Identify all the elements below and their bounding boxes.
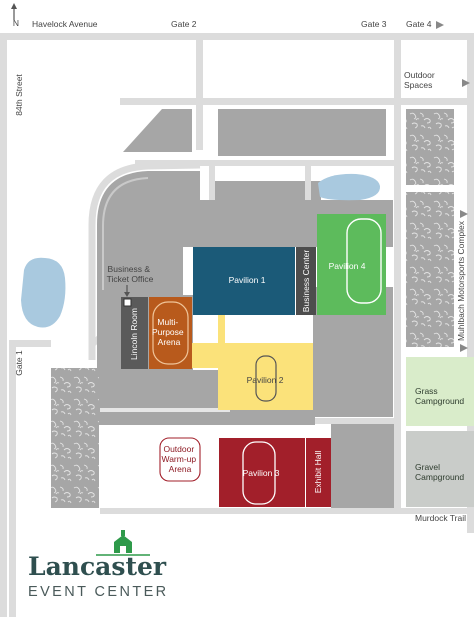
interior-road-1 bbox=[209, 166, 215, 211]
interior-road-2 bbox=[305, 166, 311, 211]
motorsports-bottom-arrow-icon bbox=[460, 344, 468, 352]
pavilion-1[interactable] bbox=[193, 247, 295, 315]
mid-cross-road bbox=[135, 160, 400, 166]
water-features bbox=[21, 173, 381, 328]
outdoor-warm-up-arena-label: Outdoor Warm-up Arena bbox=[161, 444, 198, 474]
right-edge-road bbox=[467, 33, 474, 533]
north-pond bbox=[318, 173, 381, 201]
west-perimeter-road bbox=[9, 340, 16, 617]
gate-3-label: Gate 3 bbox=[361, 19, 387, 29]
grass-campground[interactable] bbox=[406, 357, 474, 426]
north-arrow-label: N bbox=[13, 18, 19, 28]
gate-1-label: Gate 1 bbox=[14, 350, 24, 376]
pavilion-4-ring bbox=[346, 218, 382, 304]
business-center-label: Business Center bbox=[301, 250, 311, 313]
pavilion-3-ring bbox=[242, 441, 276, 505]
multi-purpose-arena-label: Multi- Purpose Arena bbox=[152, 317, 186, 347]
gate3-drive bbox=[394, 33, 401, 513]
business-center[interactable] bbox=[296, 247, 316, 315]
gate1-entry-road bbox=[9, 340, 51, 347]
multi-purpose-arena-ring bbox=[152, 301, 189, 365]
callout-arrow-head bbox=[124, 292, 130, 297]
pavilion-1-link bbox=[218, 315, 225, 343]
lincoln-room[interactable] bbox=[121, 297, 148, 369]
havelock-avenue-road bbox=[0, 33, 474, 40]
south-east-lot bbox=[331, 424, 394, 508]
west-curve-road bbox=[88, 161, 201, 360]
pavilion-3[interactable] bbox=[219, 438, 305, 507]
pavilion-4-label: Pavilion 4 bbox=[329, 261, 366, 271]
west-pond bbox=[21, 257, 66, 328]
pavilion-2-label: Pavilion 2 bbox=[247, 375, 284, 385]
gate-4-label: Gate 4 bbox=[406, 19, 432, 29]
east-gravel-lot bbox=[406, 192, 454, 347]
pavilion-2[interactable] bbox=[190, 343, 313, 410]
motorsports-complex-label: Muhlbach Motorsports Complex bbox=[456, 220, 466, 341]
north-cross-road bbox=[120, 98, 474, 105]
outdoor-spaces-label: Outdoor Spaces bbox=[404, 70, 437, 90]
murdock-trail-label: Murdock Trail bbox=[415, 513, 466, 523]
north-center-lot bbox=[218, 109, 386, 156]
motorsports-top-arrow-icon bbox=[460, 210, 468, 218]
logo-subtitle: EVENT CENTER bbox=[28, 584, 169, 600]
road-divider bbox=[100, 408, 230, 412]
business-ticket-office-callout: Business & Ticket Office bbox=[107, 264, 154, 297]
outdoor-warm-up-arena[interactable] bbox=[159, 437, 201, 482]
central-lot-2 bbox=[311, 181, 321, 211]
north-west-lot bbox=[123, 109, 192, 152]
gate1-lot bbox=[51, 368, 99, 508]
gravel-campground-label: Gravel Campground bbox=[415, 462, 464, 482]
84th-street-label: 84th Street bbox=[14, 74, 24, 116]
havelock-avenue-label: Havelock Avenue bbox=[32, 19, 98, 29]
lancaster-logo: Lancaster EVENT CENTER bbox=[28, 530, 169, 600]
lincoln-room-label: Lincoln Room bbox=[129, 308, 139, 360]
exhibit-hall[interactable] bbox=[306, 438, 331, 507]
north-arrow-head-icon bbox=[11, 3, 17, 9]
business-ticket-office-label: Business & Ticket Office bbox=[107, 264, 154, 284]
gate-4-arrow-icon bbox=[436, 21, 444, 29]
grass-campground-label: Grass Campground bbox=[415, 386, 464, 406]
logo-title: Lancaster bbox=[28, 552, 167, 581]
pavilion-3-label: Pavilion 3 bbox=[243, 468, 280, 478]
business-ticket-office-marker[interactable] bbox=[123, 298, 132, 307]
inner-west-strip bbox=[102, 177, 149, 290]
pavilion-2-ring bbox=[255, 355, 277, 402]
west-lot bbox=[97, 171, 200, 295]
buildings: Pavilion 1 Business Center Pavilion 4 Pa… bbox=[121, 214, 474, 507]
84th-street-road bbox=[0, 33, 7, 617]
road-labels: Havelock Avenue Gate 2 Gate 3 Gate 4 Out… bbox=[14, 19, 470, 523]
gravel-campground[interactable] bbox=[406, 431, 474, 507]
murdock-road bbox=[100, 508, 474, 514]
barn-icon bbox=[96, 530, 150, 556]
multi-purpose-arena[interactable] bbox=[149, 297, 192, 369]
pavilion-4[interactable] bbox=[317, 214, 386, 315]
roads bbox=[0, 33, 474, 617]
north-east-gravel-lot bbox=[406, 109, 454, 185]
gate2-drive bbox=[196, 33, 203, 150]
outdoor-spaces-arrow-icon bbox=[462, 79, 470, 87]
gate-2-label: Gate 2 bbox=[171, 19, 197, 29]
north-arrow: N bbox=[11, 3, 19, 28]
pavilion-1-label: Pavilion 1 bbox=[229, 275, 266, 285]
exhibit-hall-label: Exhibit Hall bbox=[313, 451, 323, 494]
